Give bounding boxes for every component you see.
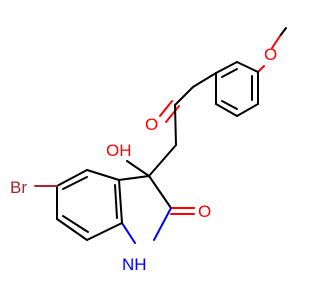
quaternary-bond [148, 144, 177, 177]
ketone-double-bond [159, 100, 173, 117]
lactam-oxygen-label: O [198, 202, 211, 221]
methyl-bond [279, 27, 287, 37]
ring-double-bond [221, 100, 238, 110]
hydroxyl-label: OH [106, 141, 132, 160]
ring-bond [215, 61, 238, 74]
c3-oh-bond [126, 160, 150, 177]
bromine-label: Br [10, 178, 27, 197]
ring-bond [215, 103, 238, 117]
n-c7a-bond [121, 222, 136, 244]
ring-double-bond [62, 215, 89, 233]
aryl-ketone-bond [192, 72, 217, 88]
chemical-structure: O O OH O NH [10, 27, 287, 274]
ketone-methylene-bond [174, 86, 194, 106]
ring-bond [236, 103, 259, 117]
ring-double-bond [221, 68, 238, 78]
bromobenzene-ring: Br [10, 169, 123, 241]
c3-c2-bond [148, 175, 172, 209]
ring-double-bond [114, 184, 118, 219]
ether-bond [257, 65, 265, 73]
ring-bond [56, 169, 88, 187]
ring-bond [56, 218, 88, 241]
ring-bond [236, 61, 259, 73]
methylene-bond [174, 104, 177, 146]
ring-bond [118, 179, 123, 224]
methoxy-group: O [257, 27, 287, 73]
oxindole-core: OH O NH [106, 141, 211, 274]
c3-c3a-bond [118, 175, 150, 181]
c2-n-bond [153, 207, 172, 241]
amine-label: NH [122, 255, 147, 274]
ring-bond [86, 222, 123, 241]
ring-double-bond [62, 176, 88, 190]
methyl-o-bond [271, 35, 281, 49]
methoxyphenyl-ring [215, 61, 259, 117]
ketone-oxygen-label: O [145, 115, 158, 134]
ketone-linker: O [145, 72, 217, 146]
ketone-double-bond [165, 105, 180, 123]
ether-oxygen-label: O [264, 45, 277, 64]
ring-bond [86, 169, 120, 181]
